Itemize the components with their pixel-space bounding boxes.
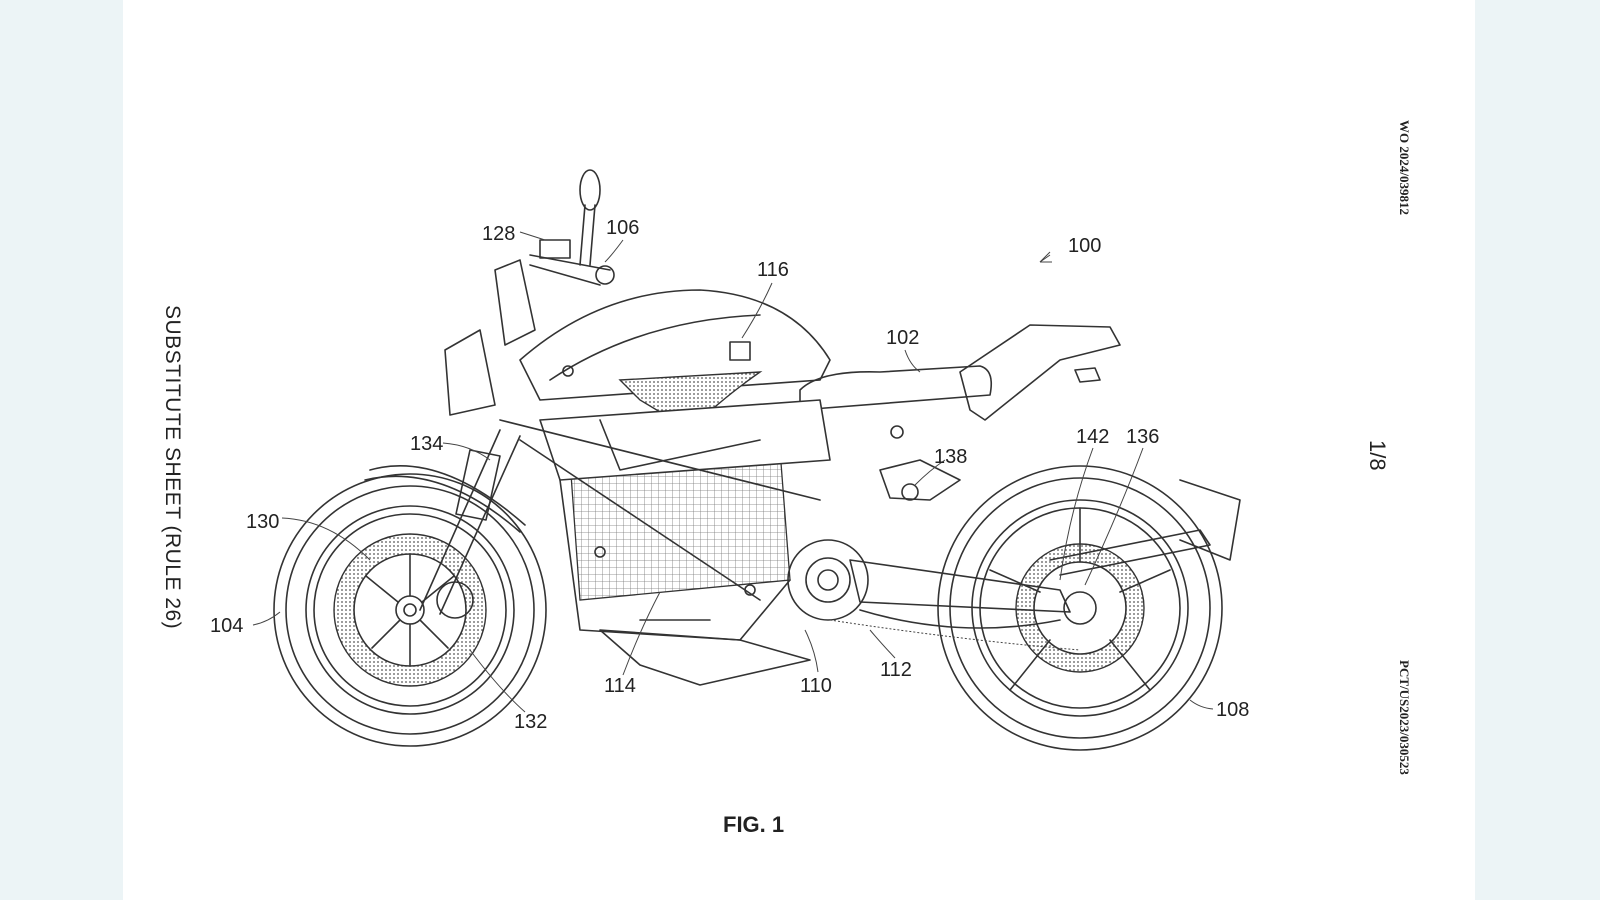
tank-body (519, 289, 831, 431)
rear-wheel (937, 465, 1223, 751)
ref-108: 108 (1216, 699, 1249, 721)
seat-tail (799, 324, 1121, 439)
front-wheel (273, 473, 547, 747)
ref-132: 132 (514, 711, 547, 733)
ref-128: 128 (482, 223, 515, 245)
ref-114: 114 (604, 675, 636, 697)
substitute-sheet-note: SUBSTITUTE SHEET (RULE 26) (161, 305, 184, 630)
figure-caption: FIG. 1 (723, 812, 785, 837)
belly-pan (599, 629, 811, 686)
motor-swingarm (787, 459, 1241, 629)
publication-number: WO 2024/039812 (1397, 120, 1412, 215)
controller-box (729, 341, 751, 361)
ref-138: 138 (934, 446, 967, 468)
ref-134: 134 (410, 433, 443, 455)
leader-lines (252, 231, 1214, 713)
ref-102: 102 (886, 327, 919, 349)
sheet-number: 1/8 (1365, 440, 1390, 471)
ref-136: 136 (1126, 426, 1159, 448)
ref-116: 116 (757, 259, 789, 281)
application-number: PCT/US2023/030523 (1397, 660, 1412, 775)
ref-104: 104 (210, 615, 243, 637)
ref-130: 130 (246, 511, 279, 533)
ref-112: 112 (880, 659, 912, 681)
ref-100: 100 (1068, 235, 1101, 257)
battery-frame (499, 399, 831, 641)
drive-belt (829, 619, 1081, 651)
ref-142: 142 (1076, 426, 1109, 448)
ref-110: 110 (800, 675, 832, 697)
ref-106: 106 (606, 217, 639, 239)
headlight-handlebar (444, 169, 615, 416)
front-fork (364, 429, 526, 619)
